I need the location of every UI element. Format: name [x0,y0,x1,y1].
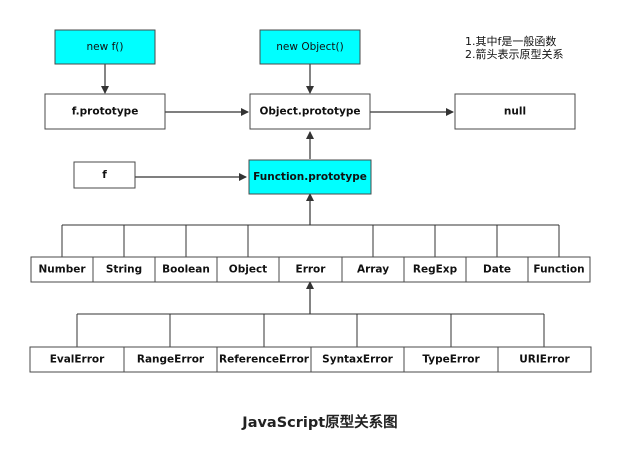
node-builtin-function: Function [527,256,591,283]
node-builtin-object: Object [216,256,280,283]
node-builtin-array: Array [341,256,405,283]
node-new-f-label: new f() [87,41,124,53]
node-builtin-label: Function [533,264,584,276]
node-error-label: URIError [519,354,570,366]
node-f-prototype: f.prototype [44,93,166,130]
builtin-connectors [61,224,560,257]
node-error-label: TypeError [422,354,480,366]
notes: 1.其中f是一般函数 2.箭头表示原型关系 [465,35,564,61]
node-builtin-date: Date [465,256,529,283]
node-new-f: new f() [54,29,156,65]
node-null: null [454,93,576,130]
error-connectors [76,313,545,347]
node-object-prototype: Object.prototype [249,93,371,130]
diagram-caption: JavaScript原型关系图 [242,415,398,431]
node-object-prototype-label: Object.prototype [259,106,360,118]
node-error-label: ReferenceError [219,354,310,366]
node-new-object-label: new Object() [276,41,343,53]
node-error-label: RangeError [137,354,205,366]
node-error-evalerror: EvalError [29,346,125,373]
node-error-syntaxerror: SyntaxError [310,346,405,373]
node-builtin-label: RegExp [413,264,458,276]
node-error-label: EvalError [50,354,105,366]
node-builtin-regexp: RegExp [403,256,467,283]
node-builtin-error: Error [278,256,343,283]
node-builtin-boolean: Boolean [154,256,218,283]
node-new-object: new Object() [259,29,361,65]
node-builtin-label: Array [357,264,389,276]
node-builtin-label: Number [38,264,86,276]
node-error-label: SyntaxError [322,354,394,366]
node-function-prototype-label: Function.prototype [253,171,367,183]
node-builtin-label: Error [296,264,327,276]
node-builtin-label: Date [483,264,511,276]
node-builtin-label: Object [229,264,267,276]
node-f: f [73,161,136,189]
node-null-label: null [504,106,526,118]
node-f-label: f [102,169,107,181]
note-line: 1.其中f是一般函数 [465,35,557,48]
node-builtin-label: Boolean [162,264,210,276]
node-builtin-string: String [92,256,156,283]
node-error-referenceerror: ReferenceError [216,346,312,373]
node-builtin-label: String [106,264,142,276]
note-line: 2.箭头表示原型关系 [465,48,564,61]
edges [101,64,454,314]
node-f-prototype-label: f.prototype [72,106,139,118]
node-function-prototype: Function.prototype [248,159,372,195]
node-error-rangeerror: RangeError [123,346,218,373]
node-error-urierror: URIError [497,346,592,373]
node-error-typeerror: TypeError [403,346,499,373]
node-builtin-number: Number [30,256,94,283]
builtin-row: Number String Boolean Object Error Array… [30,256,591,283]
error-row: EvalError RangeError ReferenceError Synt… [29,346,592,373]
